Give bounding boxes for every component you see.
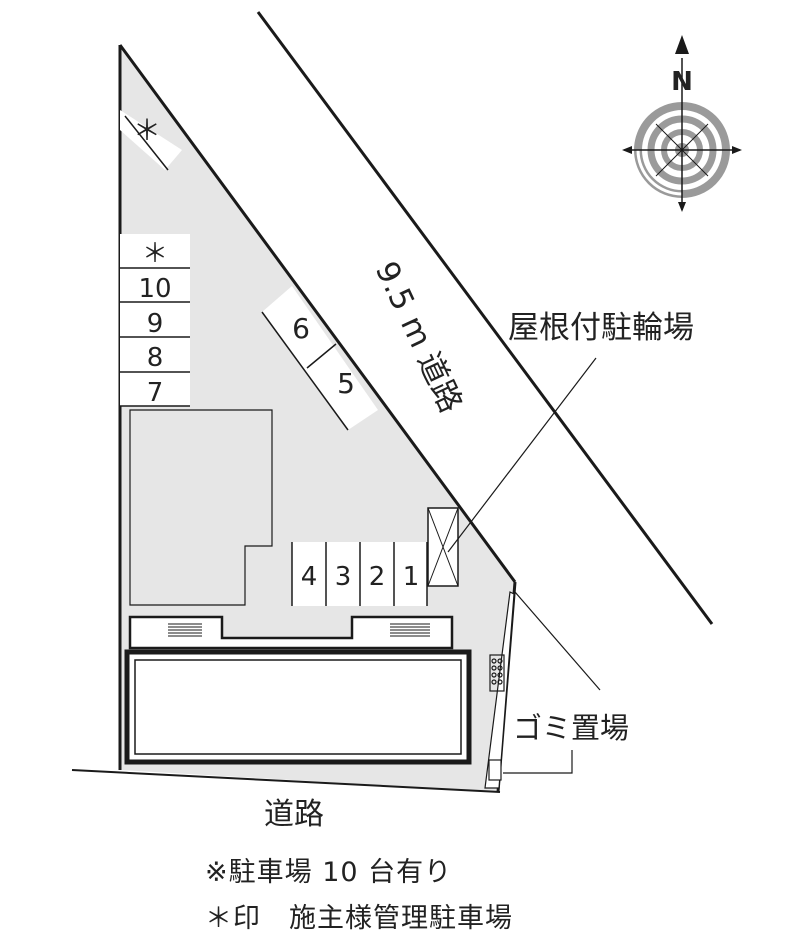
bike-parking-label: 屋根付駐輪場 xyxy=(508,310,694,346)
parking-spaces-bottom: 4 3 2 1 xyxy=(291,542,428,606)
garbage-area-box xyxy=(488,759,502,781)
road-bottom-edge xyxy=(71,769,501,793)
garbage-label: ゴミ置場 xyxy=(513,711,629,745)
bicycle-rack-icon xyxy=(489,654,505,692)
road-bottom-label: 道路 xyxy=(264,797,324,832)
parking-label-2: 2 xyxy=(369,562,386,592)
parking-spaces-left: ＊ 10 9 8 7 xyxy=(120,234,190,408)
parking-spaces-diagonal: 6 5 xyxy=(261,286,378,431)
garbage-bracket xyxy=(503,750,573,774)
parking-label-6: 6 xyxy=(292,312,310,345)
road-main-edge xyxy=(256,11,714,625)
parking-label-left-2: 10 xyxy=(138,274,171,304)
side-path xyxy=(484,591,515,789)
building-footprint xyxy=(129,409,273,606)
stairs-left-icon xyxy=(168,623,202,637)
parking-label-3: 3 xyxy=(335,562,352,592)
garbage-leader xyxy=(514,591,601,691)
parking-label-5: 5 xyxy=(337,367,355,400)
apartment-building xyxy=(124,615,472,765)
parking-label-left-1: ＊ xyxy=(142,239,168,269)
svg-text:9.5: 9.5 xyxy=(368,256,421,316)
parking-label-left-3: 9 xyxy=(147,309,164,339)
stairs-right-icon xyxy=(390,623,430,637)
compass-north-label: N xyxy=(671,67,693,97)
parking-count-note: ※駐車場 10 台有り xyxy=(205,857,453,888)
road-main-label: 9.5 m 道路 xyxy=(368,256,469,418)
parking-space-top-label: ＊ xyxy=(133,114,161,147)
compass-icon: N xyxy=(622,35,742,212)
lot-edge-diagonal xyxy=(118,44,517,583)
parking-label-left-4: 8 xyxy=(147,343,164,373)
parking-label-left-5: 7 xyxy=(147,378,164,408)
bike-parking-box xyxy=(427,507,459,587)
parking-label-4: 4 xyxy=(301,562,318,592)
parking-space-top xyxy=(120,110,182,170)
svg-text:道路: 道路 xyxy=(410,347,469,418)
bike-parking-leader xyxy=(447,357,597,553)
svg-text:m: m xyxy=(393,311,438,354)
parking-label-1: 1 xyxy=(403,562,420,592)
owner-managed-note: ＊印 施主様管理駐車場 xyxy=(205,903,513,934)
